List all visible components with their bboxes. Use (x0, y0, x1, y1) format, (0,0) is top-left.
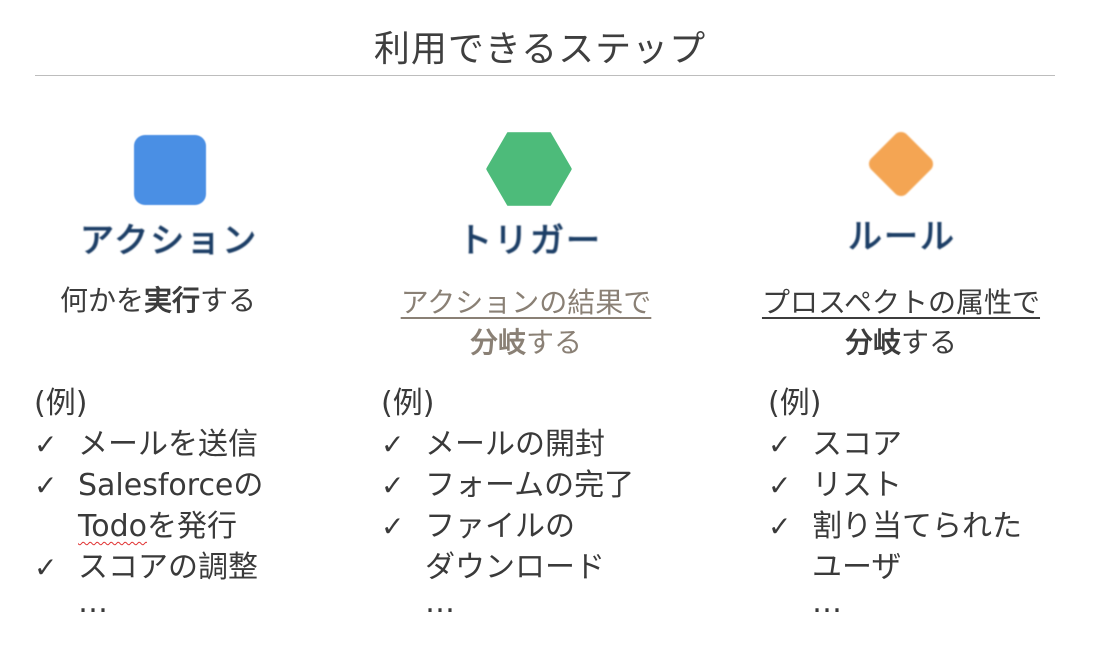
rule-description: プロスペクトの属性で 分岐する (761, 286, 1041, 359)
check-icon: ✓ (768, 510, 792, 543)
action-square-icon (134, 135, 206, 205)
list-more: … (812, 585, 842, 620)
list-item: ✓フォームの完了 (381, 465, 634, 506)
trigger-example-label: (例) (381, 386, 435, 421)
check-icon: ✓ (381, 469, 405, 502)
check-icon: ✓ (381, 428, 405, 461)
rule-label: ルール (848, 217, 956, 257)
trigger-hexagon-icon (486, 132, 572, 206)
rule-diamond-icon (865, 128, 937, 200)
check-icon: ✓ (768, 428, 792, 461)
trigger-description: アクションの結果で 分岐する (400, 286, 652, 359)
check-icon: ✓ (381, 510, 405, 543)
check-icon: ✓ (768, 469, 792, 502)
slide-title: 利用できるステップ (373, 29, 707, 70)
list-item: ✓割り当てられた (768, 506, 1022, 547)
check-icon: ✓ (34, 551, 58, 584)
list-item: ✓スコアの調整 (34, 547, 263, 588)
list-item-continuation: Todoを発行 (78, 509, 237, 544)
list-item: ✓メールを送信 (34, 424, 263, 465)
check-icon: ✓ (34, 469, 58, 502)
action-description: 何かを実行する (60, 284, 257, 317)
list-more: … (425, 585, 455, 620)
rule-examples: (例) ✓スコア ✓リスト ✓割り当てられた ユーザ … (768, 383, 1022, 618)
rule-example-label: (例) (768, 386, 822, 421)
action-label: アクション (80, 221, 259, 261)
list-more: … (78, 585, 108, 620)
check-icon: ✓ (34, 428, 58, 461)
title-divider (35, 75, 1055, 76)
list-item: ✓ファイルの (381, 506, 634, 547)
trigger-label: トリガー (458, 221, 602, 261)
list-item: ✓スコア (768, 424, 1022, 465)
list-item: ✓リスト (768, 465, 1022, 506)
list-item: ✓メールの開封 (381, 424, 634, 465)
list-item-continuation: ユーザ (812, 550, 902, 585)
action-example-label: (例) (34, 386, 88, 421)
action-examples: (例) ✓メールを送信 ✓Salesforceの Todoを発行 ✓スコアの調整… (34, 383, 263, 618)
list-item: ✓Salesforceの (34, 465, 263, 506)
list-item-continuation: ダウンロード (425, 550, 605, 585)
trigger-examples: (例) ✓メールの開封 ✓フォームの完了 ✓ファイルの ダウンロード … (381, 383, 634, 618)
